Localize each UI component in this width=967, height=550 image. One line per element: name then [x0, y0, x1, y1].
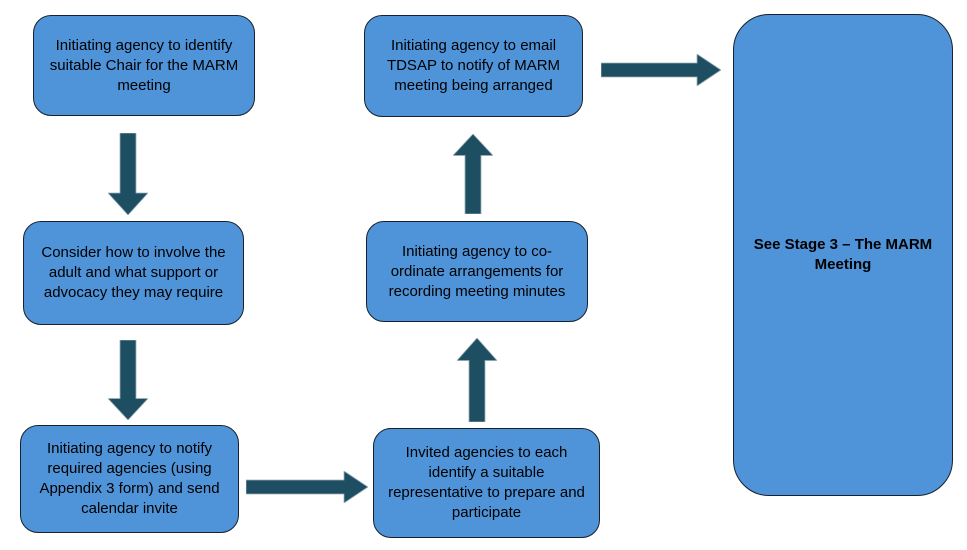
arrow-down-icon: [108, 340, 148, 420]
flow-node-stage3-marm-meeting-label: See Stage 3 – The MARM Meeting: [753, 236, 933, 273]
flow-node-identify-representative-label: Invited agencies to each identify a suit…: [388, 444, 585, 521]
flow-node-identify-representative: Invited agencies to each identify a suit…: [373, 428, 600, 538]
flow-node-email-tdsap: Initiating agency to email TDSAP to noti…: [364, 15, 583, 117]
flow-node-email-tdsap-label: Initiating agency to email TDSAP to noti…: [386, 37, 561, 94]
flow-node-coordinate-minutes: Initiating agency to co-ordinate arrange…: [366, 221, 588, 322]
arrow-right-icon: [246, 471, 368, 503]
flow-node-involve-adult: Consider how to involve the adult and wh…: [23, 221, 244, 325]
arrow-right-icon: [601, 54, 721, 86]
flow-node-involve-adult-label: Consider how to involve the adult and wh…: [41, 244, 226, 301]
flow-node-notify-agencies-label: Initiating agency to notify required age…: [39, 440, 220, 517]
flow-node-identify-chair-label: Initiating agency to identify suitable C…: [49, 36, 239, 94]
flow-node-stage3-marm-meeting: See Stage 3 – The MARM Meeting: [733, 14, 953, 496]
flow-node-coordinate-minutes-label: Initiating agency to co-ordinate arrange…: [388, 242, 566, 300]
flow-node-identify-chair: Initiating agency to identify suitable C…: [33, 15, 255, 116]
arrow-up-icon: [457, 338, 497, 422]
flow-node-notify-agencies: Initiating agency to notify required age…: [20, 425, 239, 533]
arrow-down-icon: [108, 133, 148, 215]
arrow-up-icon: [453, 134, 493, 214]
